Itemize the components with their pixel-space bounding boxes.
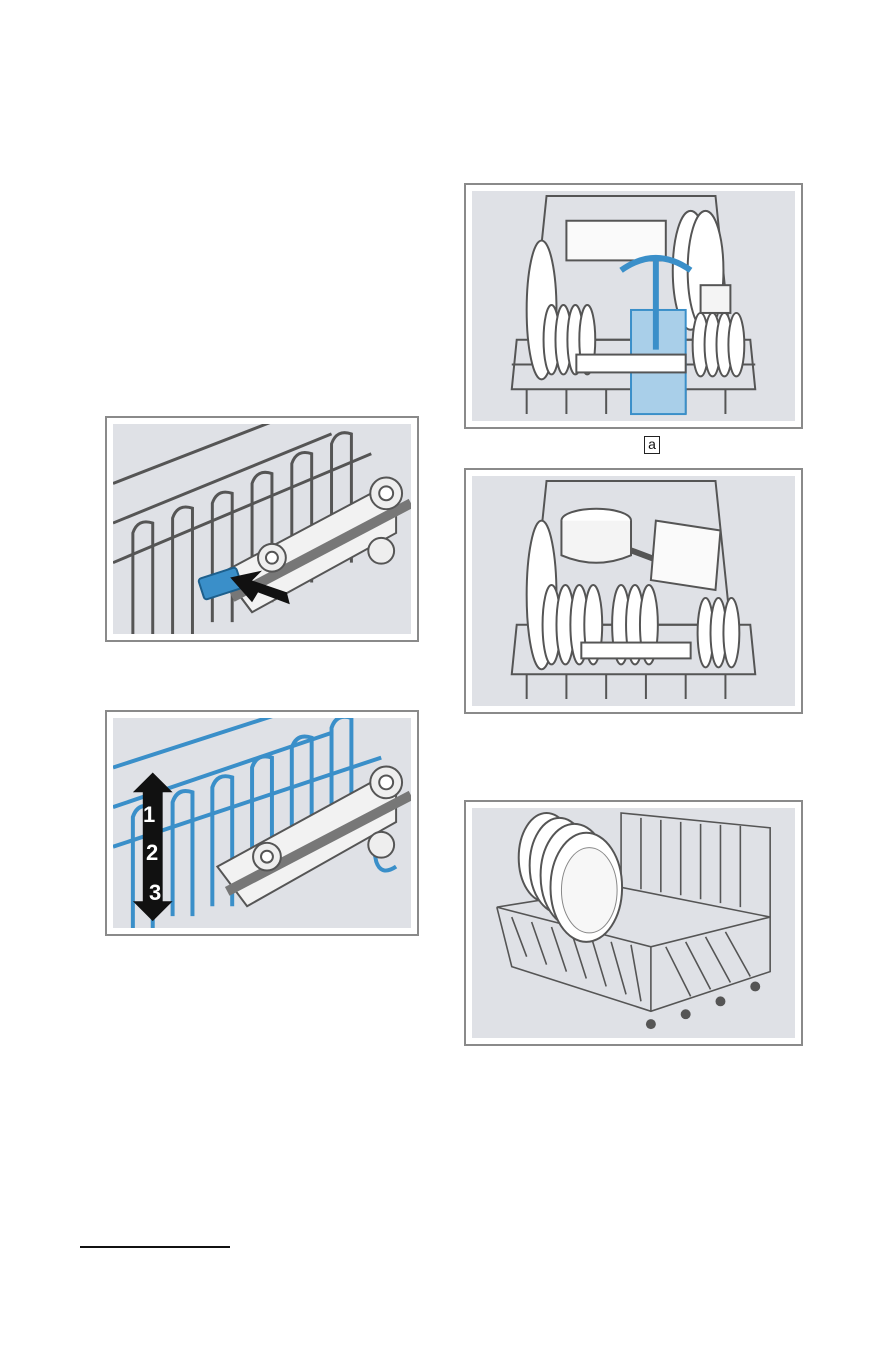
footer-rule — [80, 1246, 230, 1248]
rack-height-illustration: 1 2 3 — [113, 718, 411, 928]
height-level-2: 2 — [146, 840, 158, 866]
rack-height-figure: 1 2 3 — [105, 710, 419, 936]
rack-release-figure — [105, 416, 419, 642]
callout-label-a: a — [644, 436, 660, 454]
rack-release-illustration — [113, 424, 411, 634]
upper-rack-pots-figure — [464, 468, 803, 714]
lower-rack-plates-figure — [464, 800, 803, 1046]
lower-rack-plates-illustration — [472, 808, 795, 1038]
upper-rack-pots-illustration — [472, 476, 795, 706]
height-level-1: 1 — [143, 802, 155, 828]
upper-rack-loading-illustration — [472, 191, 795, 421]
upper-rack-loading-figure — [464, 183, 803, 429]
height-level-3: 3 — [149, 880, 161, 906]
